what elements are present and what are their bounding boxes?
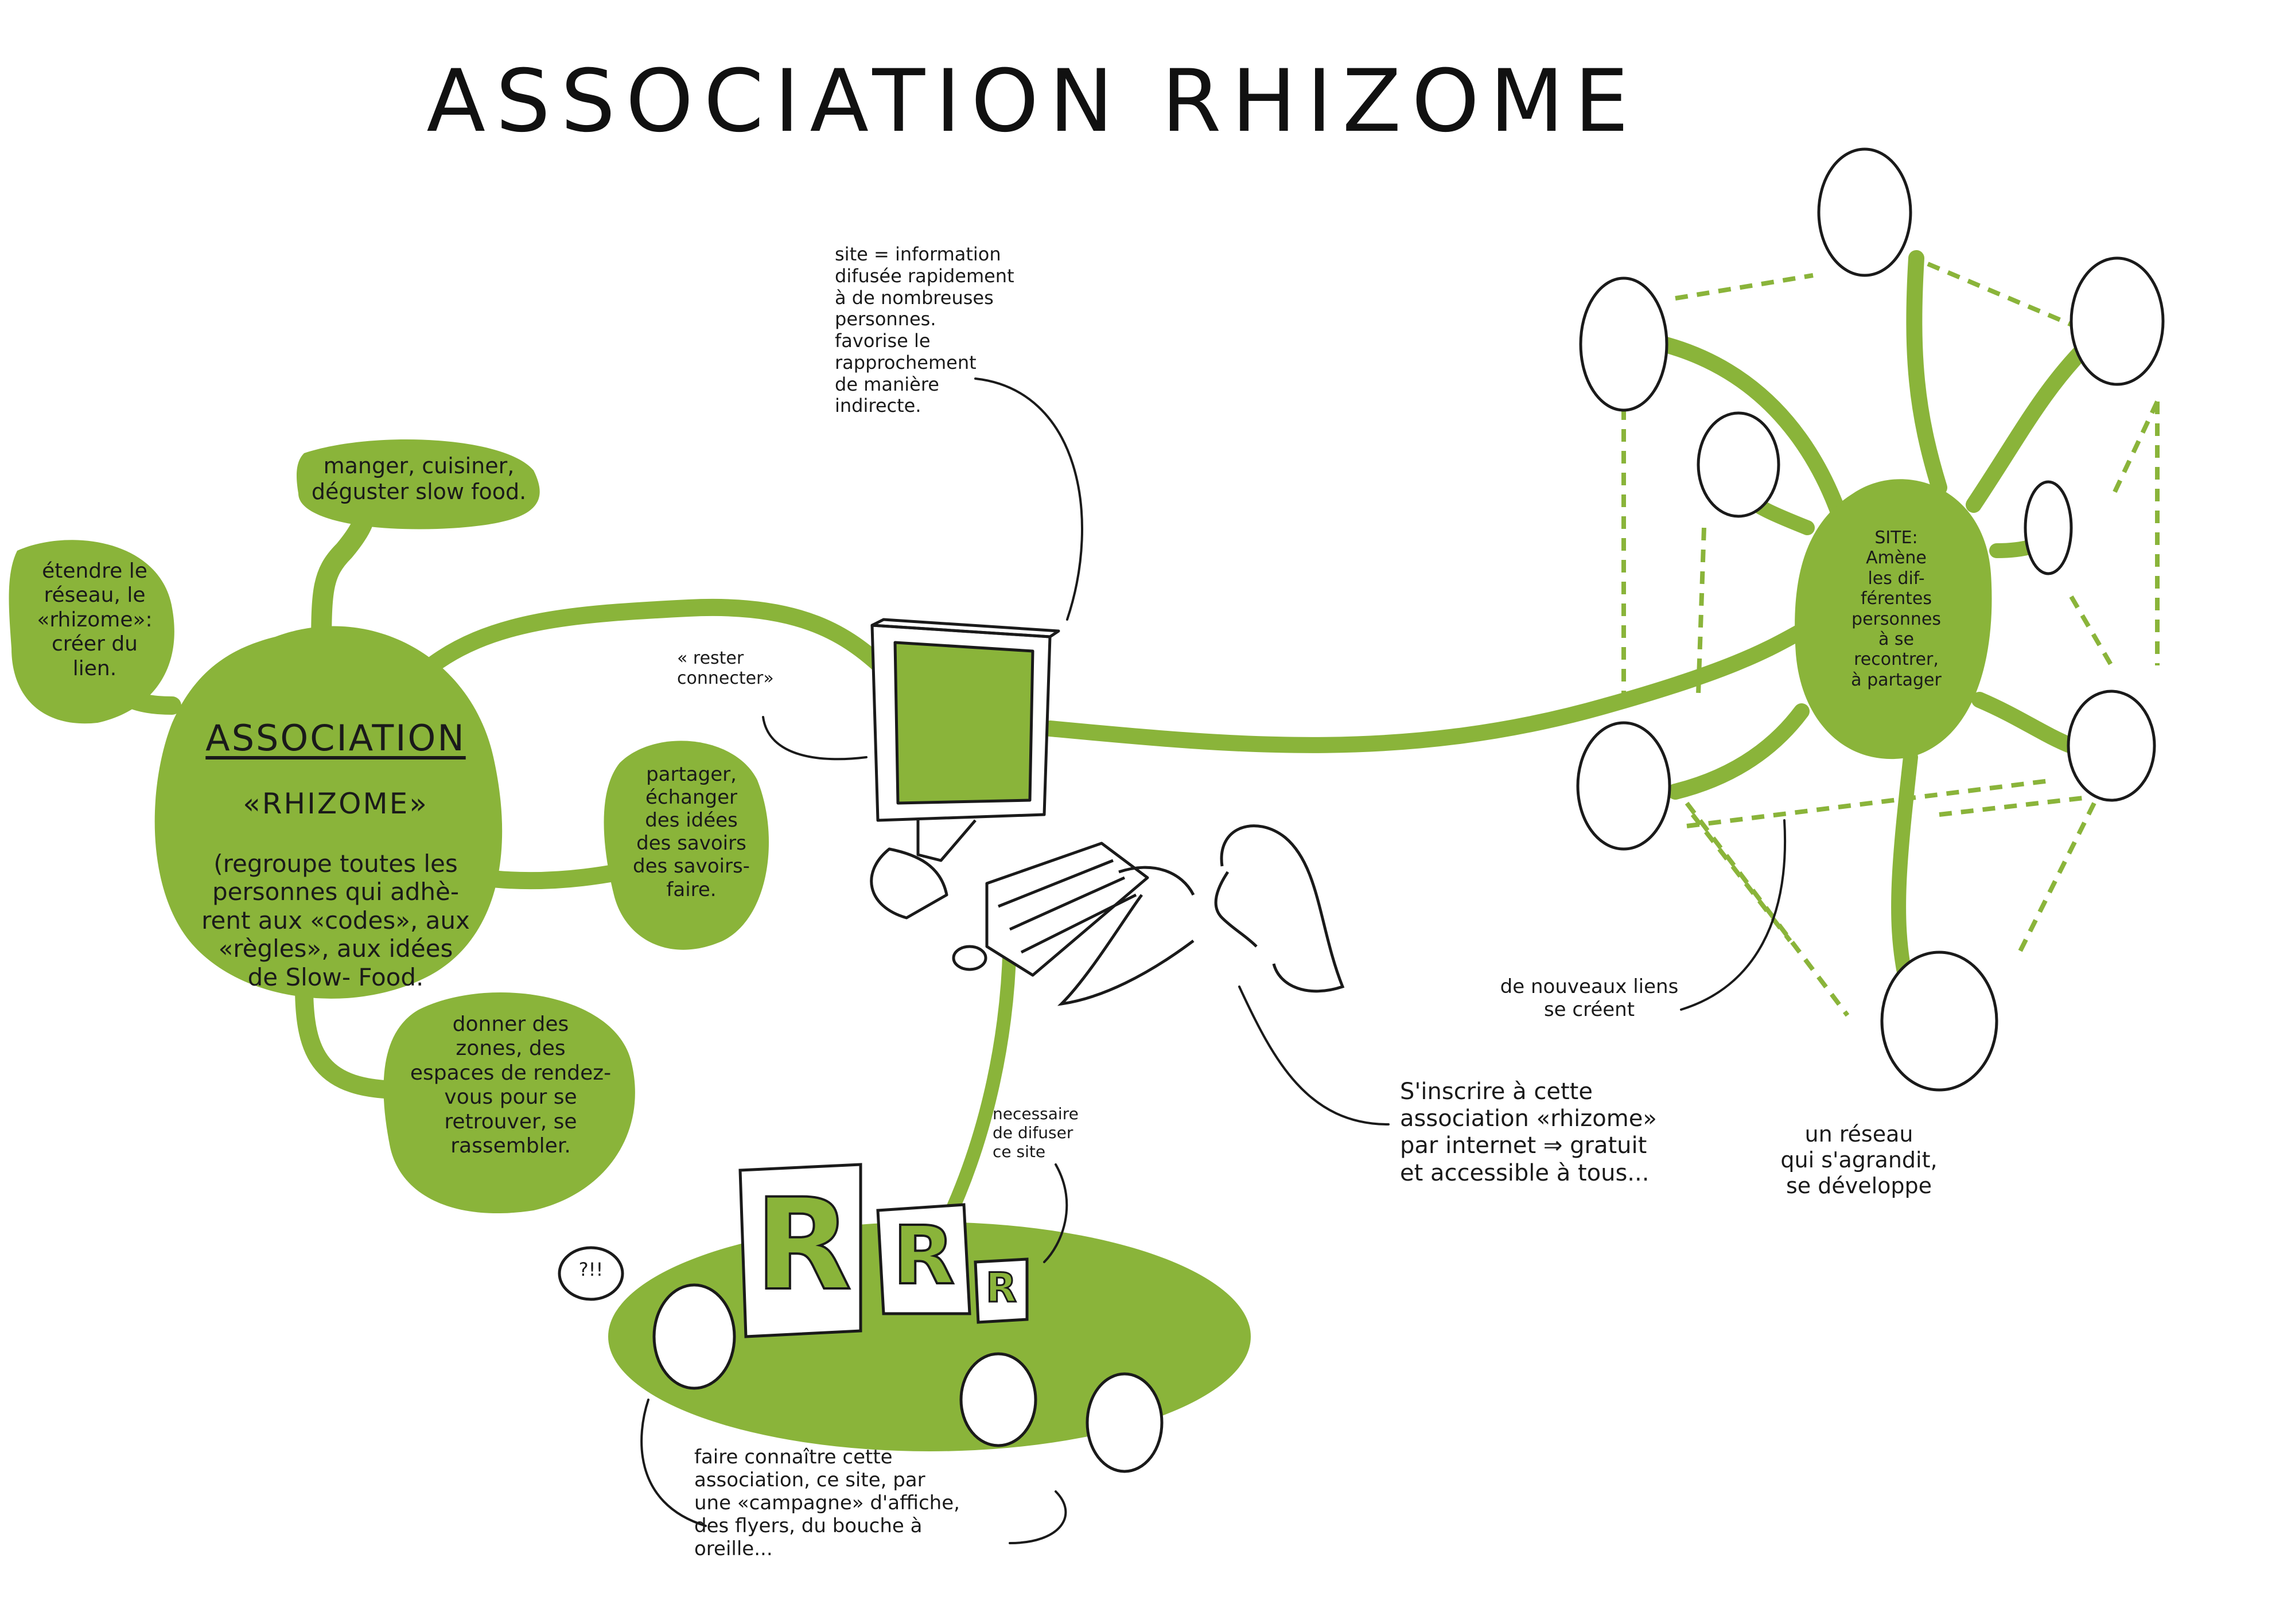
share-bubble-shape (604, 741, 769, 950)
head-left (1576, 721, 1671, 851)
necessary-note: necessaire de difuser ce site (993, 1104, 1079, 1162)
arrow-necessary (1043, 1163, 1068, 1263)
dash-link (1675, 273, 1814, 301)
main-bubble-title: ASSOCIATION (205, 716, 466, 759)
spoke-bottom (1891, 750, 1918, 983)
dash-link (2017, 802, 2096, 953)
link-main-to-zones (295, 977, 411, 1099)
zones-bubble-shape (383, 992, 635, 1214)
dash-link (1927, 262, 2078, 329)
head-bottom (1880, 951, 1998, 1092)
link-main-to-share (473, 863, 628, 890)
site-bubble-text: SITE: Amène les dif- férentes personnes … (1851, 528, 1942, 690)
spoke-right (1971, 692, 2079, 754)
link-main-to-computer (416, 599, 892, 680)
network-note: un réseau qui s'agrandit, se développe (1780, 1121, 1938, 1198)
poster-medium (876, 1203, 971, 1315)
dash-link (1696, 527, 1706, 695)
arrow-note-to-computer (974, 377, 1084, 621)
arrow-campaign-left (640, 1399, 707, 1527)
spoke-top-right (1966, 336, 2096, 513)
site-note: site = information difusée rapidement à … (835, 243, 1014, 417)
dash-link (2069, 595, 2114, 667)
head-right-upper (2024, 480, 2073, 575)
head-left-upper (1697, 411, 1780, 518)
network-heads (1576, 147, 2165, 1092)
poster-letter-large: R (753, 1171, 853, 1318)
link-computer-to-campaign (940, 922, 1017, 1229)
page-title: ASSOCIATION RHIZOME (426, 52, 1639, 151)
link-computer-to-site (1042, 620, 1815, 753)
poster-letter-small: R (985, 1264, 1018, 1311)
arrow-register (1238, 986, 1390, 1125)
poster-large (738, 1163, 862, 1338)
head-top (1817, 147, 1912, 277)
new-links-note: de nouveaux liens se créent (1500, 975, 1679, 1022)
girl-illustration (1057, 824, 1345, 1006)
main-bubble-shape (154, 626, 503, 999)
person-middle-head (959, 1352, 1037, 1447)
dash-link (2109, 400, 2160, 500)
extend-bubble-shape (9, 540, 174, 724)
poster-letter-medium: R (892, 1209, 956, 1303)
campaign-note: faire connaître cette association, ce si… (694, 1446, 960, 1561)
person-right-head (1086, 1372, 1164, 1473)
arrow-campaign-right (1009, 1490, 1067, 1544)
computer-illustration (870, 618, 1149, 977)
head-right (2067, 690, 2156, 802)
stay-connected-label: « rester connecter» (677, 648, 774, 689)
eat-bubble-text: manger, cuisiner, déguster slow food. (311, 453, 527, 504)
dash-link (1939, 795, 2089, 817)
register-note: S'inscrire à cette association «rhizome»… (1400, 1078, 1657, 1186)
spoke-left (1667, 703, 1810, 800)
head-top-right (2070, 256, 2165, 386)
campaign-people (558, 1246, 1164, 1473)
extend-bubble-text: étendre le réseau, le «rhizome»: créer d… (37, 559, 153, 680)
arrow-stay-connected (762, 716, 868, 761)
exclaim-text: ?!! (578, 1259, 604, 1280)
speech-bubble (558, 1246, 624, 1301)
person-left-head (652, 1283, 736, 1390)
share-bubble-text: partager, échanger des idées des savoirs… (633, 763, 750, 901)
main-bubble-subtitle: «RHIZOME» (243, 787, 429, 821)
eat-bubble-shape (297, 439, 540, 529)
dash-link (1686, 778, 2055, 828)
main-bubble-body: (regroupe toutes les personnes qui adhè-… (201, 849, 470, 991)
spoke-top (1906, 250, 1947, 496)
dash-link (1685, 801, 1850, 1017)
arrow-new-links (1680, 819, 1786, 1011)
posters (738, 1163, 1029, 1338)
main-bubble: ASSOCIATION «RHIZOME» (regroupe toutes l… (181, 688, 491, 1020)
poster-small (974, 1257, 1029, 1324)
head-top-left (1579, 276, 1668, 412)
zones-bubble-text: donner des zones, des espaces de rendez-… (410, 1012, 612, 1158)
site-bubble-shape (1795, 479, 1992, 760)
